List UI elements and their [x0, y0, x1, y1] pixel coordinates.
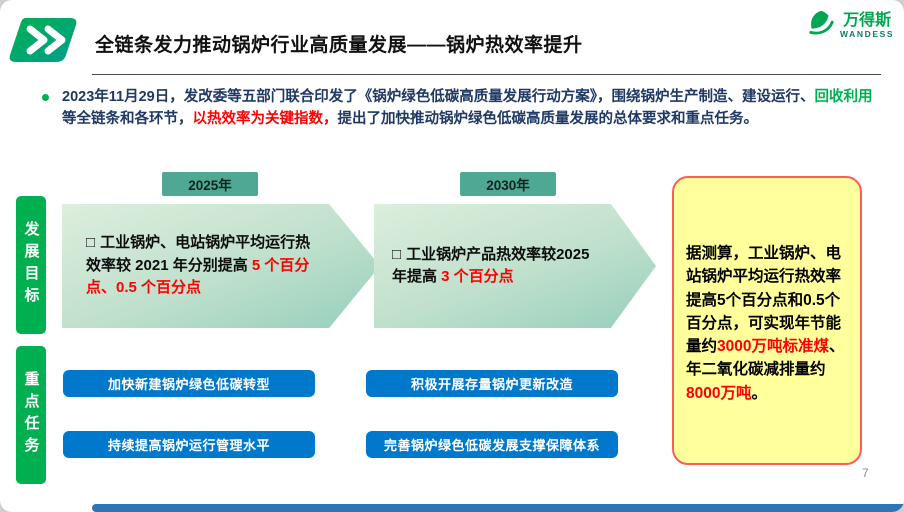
task-pill-new-boiler-transition: 加快新建锅炉绿色低碳转型 [63, 370, 315, 397]
task-pill-operation-management: 持续提高锅炉运行管理水平 [63, 431, 315, 458]
estimation-text: 据测算，工业锅炉、电站锅炉平均运行热效率提高5个百分点和0.5个百分点，可实现年… [686, 245, 845, 402]
footer-bar [92, 504, 904, 512]
year-badge-2030: 2030年 [460, 172, 556, 196]
checkbox-bullet-icon: □ [392, 245, 402, 263]
logo-subtitle: WANDESS [840, 28, 895, 39]
checkbox-bullet-icon: □ [86, 234, 96, 252]
milestone-arrow-2025: □工业锅炉、电站锅炉平均运行热效率较 2021 年分别提高 5 个百分点、0.5… [62, 204, 380, 328]
year-badge-2025: 2025年 [162, 172, 258, 196]
milestone-text-2025: □工业锅炉、电站锅炉平均运行热效率较 2021 年分别提高 5 个百分点、0.5… [86, 234, 311, 297]
milestone-text-2030: □工业锅炉产品热效率较2025 年提高 3 个百分点 [392, 245, 590, 286]
double-chevron-icon [8, 16, 80, 64]
intro-paragraph: 2023年11月29日，发改委等五部门联合印发了《锅炉绿色低碳高质量发展行动方案… [62, 89, 873, 128]
logo-name: 万得斯 [843, 12, 892, 30]
side-label-key-tasks: 重点任务 [16, 346, 46, 484]
page-number: 7 [862, 466, 869, 480]
estimation-callout: 据测算，工业锅炉、电站锅炉平均运行热效率提高5个百分点和0.5个百分点，可实现年… [672, 176, 862, 465]
milestone-arrow-2030: □工业锅炉产品热效率较2025 年提高 3 个百分点 [374, 204, 656, 328]
intro-section: 2023年11月29日，发改委等五部门联合印发了《锅炉绿色低碳高质量发展行动方案… [40, 86, 885, 131]
header-divider [92, 74, 881, 75]
side-label-development-goals: 发展目标 [16, 196, 46, 334]
slide-title: 全链条发力推动锅炉行业高质量发展——锅炉热效率提升 [95, 35, 583, 56]
task-pill-existing-boiler-renewal: 积极开展存量锅炉更新改造 [366, 370, 618, 397]
wandess-logo: 万得斯 WANDESS [806, 8, 894, 43]
bullet-dot-icon [42, 94, 49, 101]
logo-leaf-icon [806, 8, 836, 43]
task-pill-support-system: 完善锅炉绿色低碳发展支撑保障体系 [366, 431, 618, 458]
